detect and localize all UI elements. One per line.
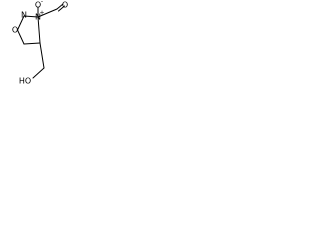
aldehyde-oxygen-label: O: [62, 1, 68, 10]
bond-n2-c3: [23, 15, 39, 18]
ring-oxygen-label: O: [12, 26, 18, 35]
n-oxide-plus-charge: +: [39, 10, 44, 17]
molecule-structure: O N N + O - O HO: [12, 0, 68, 86]
bond-o1-n5: [17, 29, 25, 45]
bond-c3-cho: [37, 8, 58, 18]
bond-c3-c4: [37, 16, 41, 44]
bond-cho-o-b: [58, 5, 65, 12]
n-oxide-oxygen-label: O: [35, 1, 41, 10]
bond-c4-n5: [23, 42, 41, 45]
bond-cho-o-a: [56, 3, 64, 10]
ring-nitrogen-left-label: N: [21, 11, 27, 20]
oxide-minus-charge: -: [41, 0, 43, 6]
bond-ch2-o: [32, 67, 45, 79]
hydroxyl-label: HO: [19, 77, 31, 86]
bond-o1-n2: [17, 15, 25, 31]
bond-c4-ch2: [39, 42, 45, 69]
ring-nitrogen-right-label: N: [35, 13, 41, 22]
